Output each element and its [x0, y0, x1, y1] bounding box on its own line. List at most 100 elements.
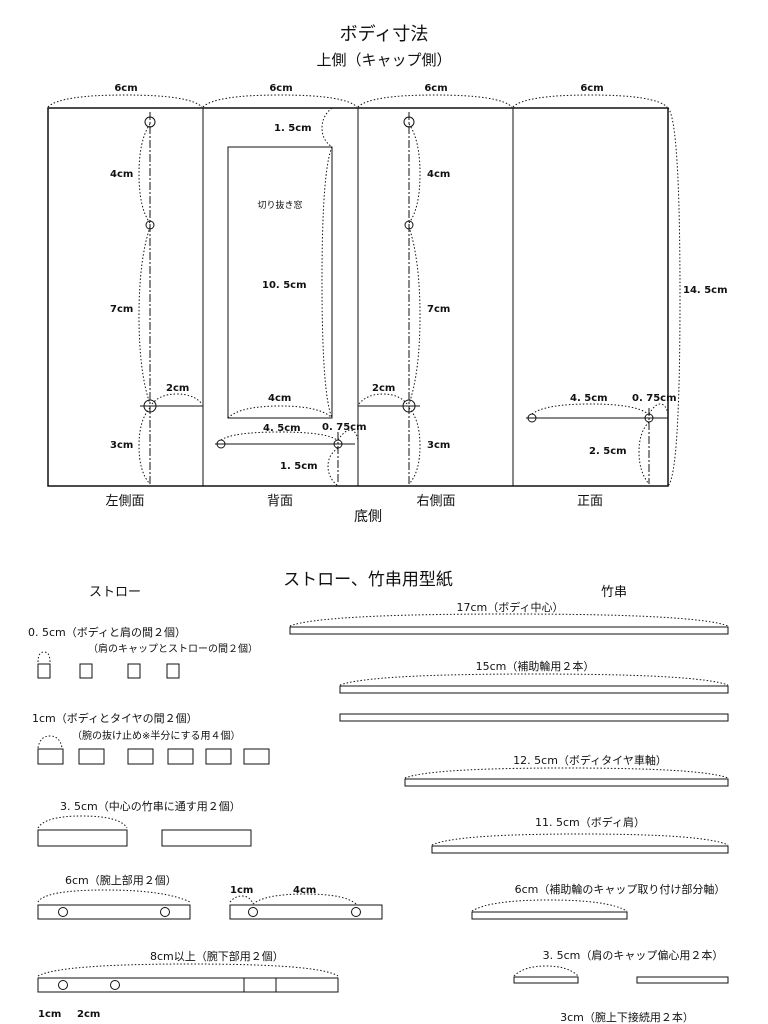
back-window-height: 10. 5cm: [262, 280, 307, 291]
straw-label-1: 0. 5cm（ボディと肩の間２個）: [28, 625, 186, 639]
front-dim-45: 4. 5cm: [570, 393, 608, 404]
right-brace-7: [408, 226, 421, 405]
width-brace-1: [47, 94, 203, 108]
skewer-1: [289, 626, 729, 635]
straw-label-5: 8cm以上（腕下部用２個）: [150, 949, 284, 963]
back-bottom-brace: [327, 447, 339, 487]
straw-2-brace: [37, 735, 63, 749]
front-brace-25: [638, 421, 650, 485]
straw-4-brace: [37, 889, 191, 903]
bottom-side-label: 底側: [354, 509, 382, 525]
straw-heading: ストロー: [89, 585, 141, 600]
width-brace-4: [512, 94, 668, 108]
skewer-label-2: 15cm（補助輪用２本）: [476, 659, 595, 673]
front-brace-45: [531, 403, 649, 415]
right-dim-7: 7cm: [427, 304, 450, 315]
straw-5-pieces: [37, 977, 339, 993]
panel-label-left: 左側面: [105, 494, 144, 509]
width-label-2: 6cm: [269, 83, 292, 94]
back-brace-45: [220, 431, 338, 441]
cutout-window: [227, 146, 333, 419]
skewer-1-brace: [289, 613, 729, 627]
straw-1-pieces: [37, 663, 180, 679]
right-hole-top: [403, 116, 415, 128]
straw-4-dim-a: 1cm: [230, 885, 253, 896]
straw-4-pieces: [37, 904, 383, 920]
skewer-3-brace: [404, 767, 729, 779]
left-dim-3: 3cm: [110, 440, 133, 451]
right-brace-3: [408, 407, 421, 485]
front-dim-075: 0. 75cm: [632, 393, 677, 404]
left-brace-2: [151, 393, 203, 405]
skewer-6-brace: [513, 965, 579, 977]
pattern-title: ストロー、竹串用型紙: [283, 570, 453, 590]
back-brace-075: [337, 429, 359, 441]
back-dim-075: 0. 75cm: [322, 422, 367, 433]
left-dim-7: 7cm: [110, 304, 133, 315]
back-top-brace: [321, 107, 333, 148]
back-window-width-brace: [227, 405, 333, 419]
right-hole-mid: [404, 220, 414, 230]
skewer-2-brace: [339, 673, 729, 686]
front-dim-25: 2. 5cm: [589, 446, 627, 457]
back-window-width: 4cm: [268, 393, 291, 404]
top-side-label: 上側（キャップ側）: [316, 51, 451, 69]
width-label-1: 6cm: [114, 83, 137, 94]
skewer-label-3: 12. 5cm（ボディタイヤ車軸）: [513, 753, 667, 767]
straw-4-dim-b: 4cm: [293, 885, 316, 896]
left-hole-top: [144, 116, 156, 128]
skewer-6a: [513, 976, 579, 984]
straw-label-2: 1cm（ボディとタイヤの間２個）: [32, 711, 198, 725]
straw-3-brace: [37, 815, 128, 829]
straw-5-dim-a: 1cm: [38, 1009, 61, 1020]
skewer-label-4: 11. 5cm（ボディ肩）: [535, 815, 645, 829]
skewer-6b: [636, 976, 729, 984]
straw-5-dim-b: 2cm: [77, 1009, 100, 1020]
right-dim-4: 4cm: [427, 169, 450, 180]
skewer-3: [404, 778, 729, 787]
skewer-heading: 竹串: [601, 585, 627, 600]
panel-label-back: 背面: [267, 494, 293, 509]
height-label: 14. 5cm: [683, 285, 728, 296]
skewer-2a: [339, 685, 729, 694]
straw-5-brace: [37, 963, 339, 977]
back-window-brace: [321, 146, 333, 419]
skewer-label-5: 6cm（補助輪のキャップ取り付け部分軸）: [515, 882, 726, 896]
right-dim-2: 2cm: [372, 383, 395, 394]
left-dim-4: 4cm: [110, 169, 133, 180]
front-brace-075: [648, 403, 669, 415]
left-hole-mid: [145, 220, 155, 230]
skewer-2b: [339, 713, 729, 722]
back-bottom-gap: 1. 5cm: [280, 461, 318, 472]
straw-sub-1: （肩のキャップとストローの間２個）: [88, 642, 258, 655]
straw-sub-2: （腕の抜け止め※半分にする用４個）: [72, 729, 240, 742]
back-top-gap: 1. 5cm: [274, 123, 312, 134]
straw-2-pieces: [37, 748, 270, 765]
back-dim-45: 4. 5cm: [263, 423, 301, 434]
width-brace-3: [357, 94, 513, 108]
straw-label-4: 6cm（腕上部用２個）: [65, 873, 177, 887]
straw-3-pieces: [37, 829, 252, 847]
width-brace-2: [202, 94, 358, 108]
right-brace-4: [408, 123, 421, 224]
right-dim-3: 3cm: [427, 440, 450, 451]
left-brace-7: [138, 226, 151, 405]
height-brace: [667, 107, 681, 487]
straw-4-brace-b: [252, 893, 357, 905]
skewer-5-brace: [471, 899, 628, 912]
skewer-5: [471, 911, 628, 920]
width-label-3: 6cm: [424, 83, 447, 94]
left-dim-2: 2cm: [166, 383, 189, 394]
skewer-label-7: 3cm（腕上下接続用２本）: [560, 1010, 694, 1024]
straw-4-brace-a: [229, 895, 254, 905]
skewer-label-1: 17cm（ボディ中心）: [457, 600, 564, 614]
straw-1-brace: [37, 651, 51, 663]
skewer-4: [431, 845, 729, 854]
skewer-label-6: 3. 5cm（肩のキャップ偏心用２本）: [543, 948, 724, 962]
left-brace-3: [138, 407, 151, 485]
skewer-4-brace: [431, 833, 729, 846]
right-brace-2: [358, 393, 408, 405]
straw-label-3: 3. 5cm（中心の竹串に通す用２個）: [60, 799, 241, 813]
panel-label-right: 右側面: [416, 494, 455, 509]
